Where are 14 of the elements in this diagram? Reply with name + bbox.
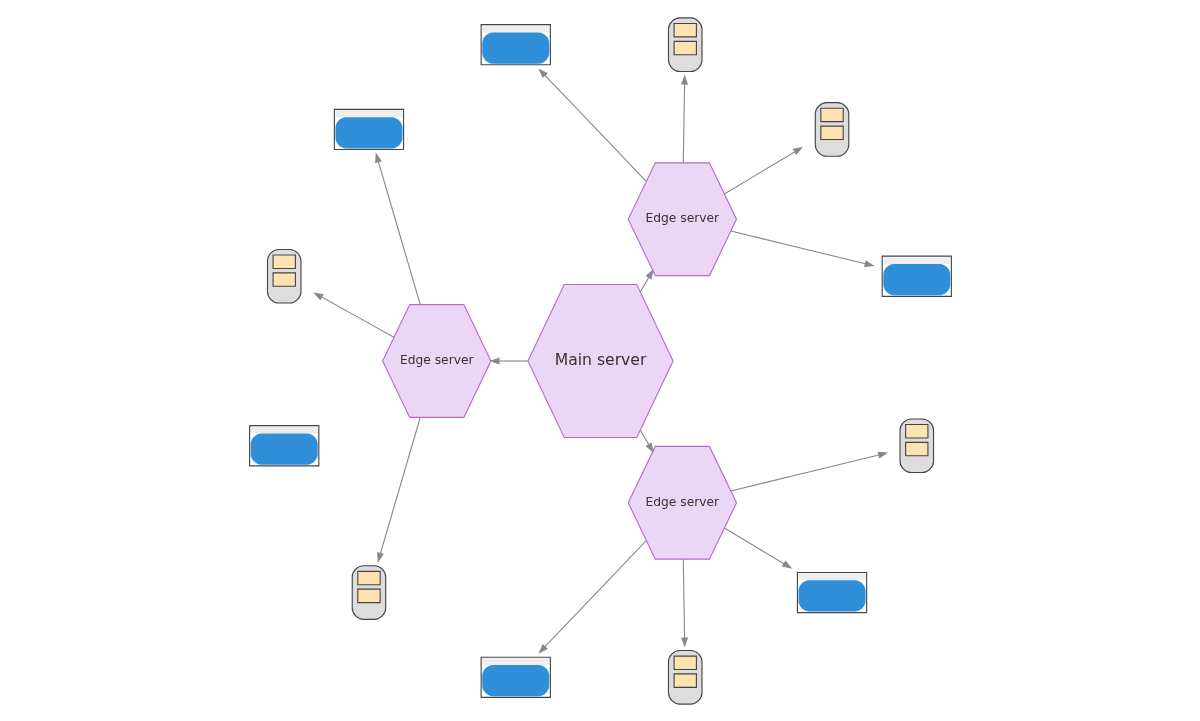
arrow: [537, 67, 647, 182]
arrow: [312, 291, 394, 338]
arrow: [680, 74, 688, 163]
arrow: [376, 416, 421, 563]
arrow: [639, 429, 654, 453]
arrow: [537, 539, 647, 654]
arrow: [639, 268, 654, 292]
arrow: [680, 558, 688, 647]
arrow: [723, 146, 803, 195]
arrow: [488, 357, 528, 364]
arrow: [729, 230, 875, 267]
arrow: [729, 451, 888, 492]
arrow: [374, 152, 421, 305]
arrow: [723, 526, 792, 569]
